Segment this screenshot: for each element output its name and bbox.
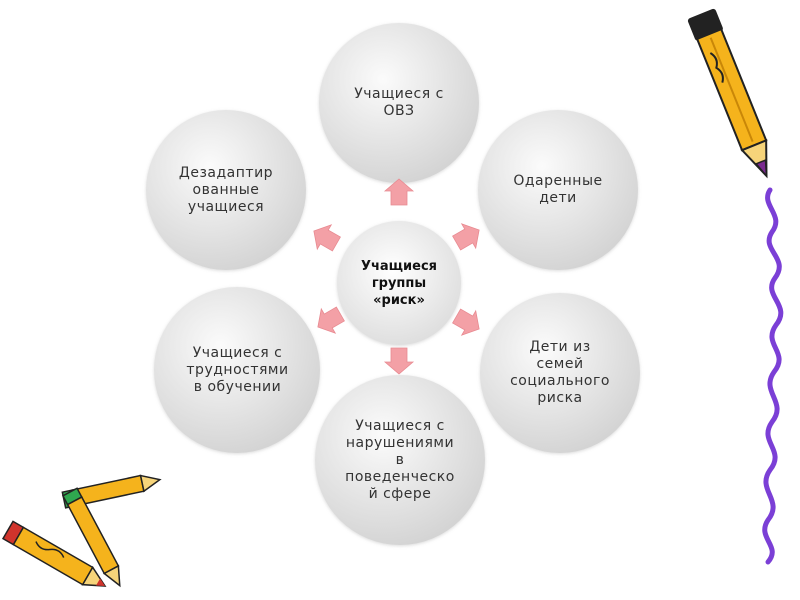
category-label-behavior: Учащиеся с нарушениями в поведенческо й … [345,417,455,502]
category-label-maladapted: Дезадаптир ованные учащиеся [178,164,274,215]
category-label-social-risk: Дети из семей социального риска [510,339,610,406]
pencils-bottom-left-icon [1,474,162,588]
bubble-gifted [478,110,638,270]
category-label-ovz: Учащиеся с ОВЗ [354,86,444,119]
center-bubble [337,221,461,345]
arrow-upper-right [452,223,480,251]
bubble-ovz [319,23,479,183]
squiggle-line-icon [762,187,784,565]
category-label-gifted: Одаренные дети [513,173,603,206]
arrow-lower-right [452,308,480,336]
arrow-up [383,178,415,206]
bubble-social-risk [480,293,640,453]
bubble-learning [154,287,320,453]
arrow-down [383,347,415,375]
arrow-upper-left [313,224,341,252]
center-label: Учащиеся группы «риск» [360,258,438,308]
pencil-top-right-icon [687,8,768,179]
category-label-learning: Учащиеся с трудностями в обучении [186,344,289,395]
arrow-lower-left [317,306,345,334]
bubble-maladapted [146,110,306,270]
bubble-behavior [315,375,485,545]
